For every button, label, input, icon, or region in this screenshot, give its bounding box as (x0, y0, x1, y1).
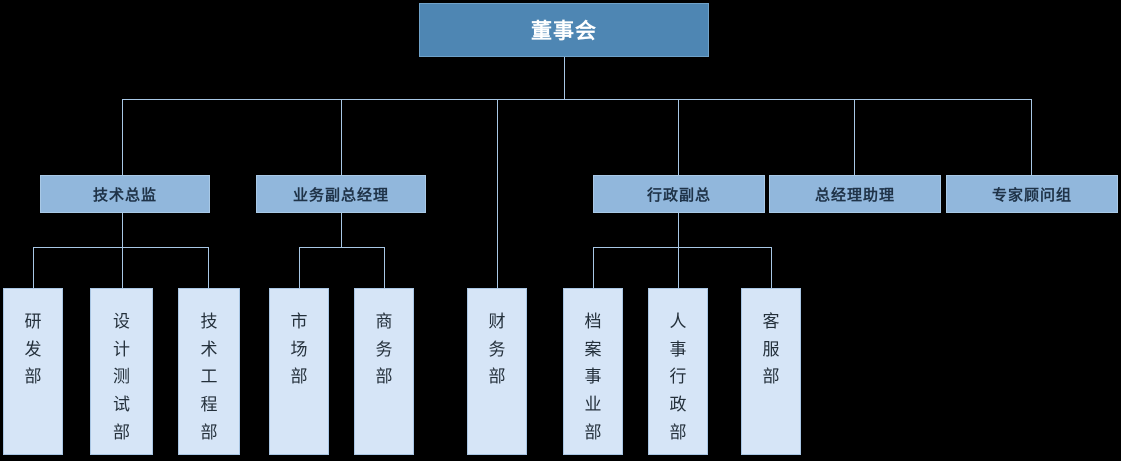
connector-drop-gm-assistant (854, 99, 855, 175)
node-label: 专家顾问组 (991, 185, 1072, 204)
node-label: 档案事业部 (584, 312, 602, 443)
connector-drop-hr-admin-dept (678, 247, 679, 288)
node-label: 商务部 (375, 312, 393, 388)
node-business-vp[interactable]: 业务副总经理 (256, 175, 426, 213)
connector-drop-rd-dept (33, 247, 34, 288)
node-archive-dept[interactable]: 档案事业部 (563, 288, 623, 455)
node-label: 市场部 (290, 312, 308, 388)
node-marketing-dept[interactable]: 市场部 (269, 288, 329, 455)
connector-drop-admin-vp (678, 99, 679, 175)
node-tech-eng-dept[interactable]: 技术工程部 (178, 288, 240, 455)
node-design-test-dept[interactable]: 设计测试部 (90, 288, 153, 455)
node-customer-svc-dept[interactable]: 客服部 (741, 288, 801, 455)
connector-drop-commerce-dept (384, 247, 385, 288)
node-commerce-dept[interactable]: 商务部 (354, 288, 414, 455)
node-label: 技术工程部 (200, 312, 218, 443)
connector-bus-business-vp (299, 247, 384, 248)
connector-drop-customer-svc-dept (771, 247, 772, 288)
connector-stem-tech-director (122, 213, 123, 247)
node-label: 研发部 (24, 312, 42, 388)
node-gm-assistant[interactable]: 总经理助理 (769, 175, 941, 213)
connector-drop-tech-director (122, 99, 123, 175)
node-label: 客服部 (762, 312, 780, 388)
node-label: 行政副总 (646, 185, 711, 204)
connector-main-bus (122, 99, 1032, 100)
node-label: 财务部 (488, 312, 506, 388)
connector-stem-admin-vp (678, 213, 679, 247)
node-admin-vp[interactable]: 行政副总 (593, 175, 765, 213)
connector-drop-tech-eng-dept (208, 247, 209, 288)
connector-root-stem (564, 57, 565, 99)
connector-drop-design-test-dept (122, 247, 123, 288)
node-label: 技术总监 (92, 185, 157, 204)
connector-drop-archive-dept (593, 247, 594, 288)
node-board-of-directors[interactable]: 董事会 (419, 3, 709, 57)
node-label: 董事会 (531, 19, 597, 43)
connector-drop-finance-dept (497, 99, 498, 288)
node-hr-admin-dept[interactable]: 人事行政部 (648, 288, 708, 455)
node-label: 设计测试部 (113, 312, 130, 443)
connector-bus-tech-director (33, 247, 209, 248)
connector-stem-business-vp (341, 213, 342, 247)
node-rd-dept[interactable]: 研发部 (3, 288, 63, 455)
node-finance-dept[interactable]: 财务部 (467, 288, 527, 455)
node-label: 总经理助理 (814, 185, 895, 204)
connector-drop-expert-group (1031, 99, 1032, 175)
node-expert-group[interactable]: 专家顾问组 (946, 175, 1118, 213)
node-label: 业务副总经理 (292, 185, 389, 204)
connector-drop-business-vp (341, 99, 342, 175)
connector-bus-admin-vp (593, 247, 771, 248)
node-label: 人事行政部 (669, 312, 687, 443)
connector-drop-marketing-dept (299, 247, 300, 288)
node-tech-director[interactable]: 技术总监 (40, 175, 210, 213)
